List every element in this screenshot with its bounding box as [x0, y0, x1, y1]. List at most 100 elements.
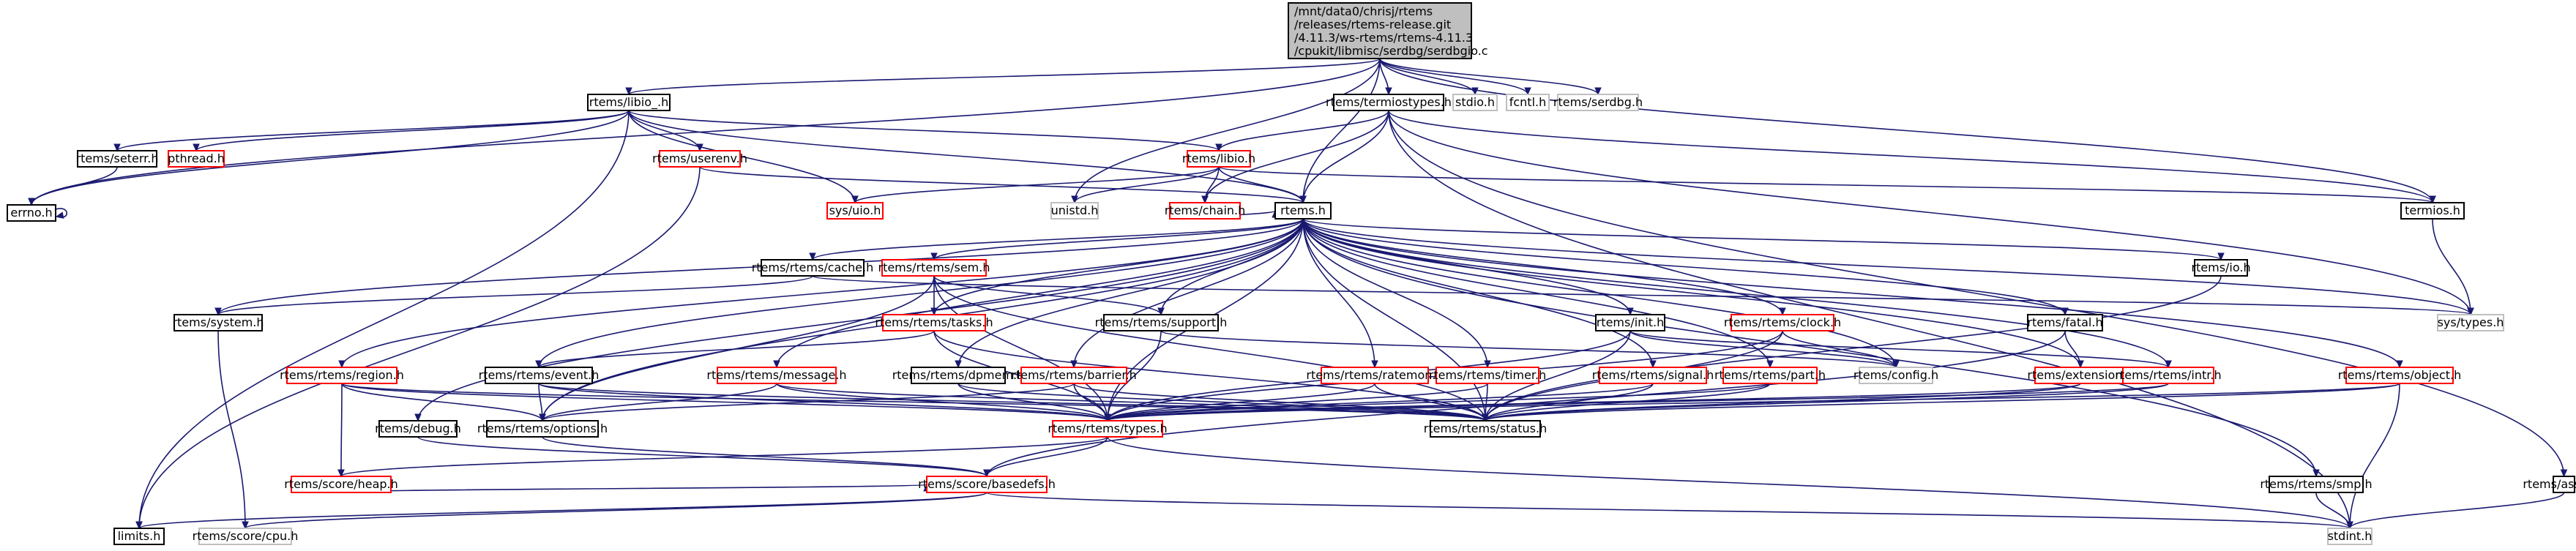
edge-types-to-stdint [1107, 436, 2353, 530]
node-root-file[interactable]: /mnt/data0/chrisj/rtems /releases/rtems-… [1288, 2, 1488, 59]
node-box [881, 259, 987, 277]
edge-line [1107, 383, 1375, 421]
edge-line [31, 166, 118, 206]
node-label: stdint.h [2328, 529, 2372, 543]
edge-termiostypes-to-systypes [1388, 110, 2474, 316]
node-seterr[interactable]: rtems/seterr.h [76, 150, 159, 168]
edge-region-to-heap [337, 383, 345, 478]
node-rtemsh[interactable]: rtems.h [1274, 202, 1332, 220]
node-tasks[interactable]: rtems/rtems/tasks.h [875, 314, 993, 331]
edge-line [340, 436, 1108, 477]
edge-line [2432, 218, 2471, 315]
node-box [826, 202, 884, 220]
node-message[interactable]: rtems/rtems/message.h [706, 367, 847, 384]
node-box [1169, 202, 1241, 220]
node-errno[interactable]: errno.h [7, 204, 56, 222]
node-assoc[interactable]: rtems/assoc.h [2523, 476, 2576, 493]
edge-line [31, 58, 1381, 206]
node-smp[interactable]: rtems/rtems/smp.h [2260, 476, 2372, 493]
edge-line [1379, 58, 1599, 95]
node-label: rtems/rtems/signal.h [1592, 368, 1714, 382]
node-label: stdio.h [1455, 95, 1495, 109]
edge-basedefs-to-stdint [986, 492, 2353, 530]
nodes-layer: /mnt/data0/chrisj/rtems /releases/rtems-… [7, 2, 2576, 545]
node-barrier[interactable]: rtems/rtems/barrier.h [1011, 367, 1137, 384]
edge-rtemsh-to-message [773, 218, 1304, 369]
node-debug[interactable]: rtems/debug.h [375, 420, 461, 438]
edge-line [2349, 492, 2565, 529]
node-extension[interactable]: rtems/extension.h [2027, 367, 2134, 384]
node-clock[interactable]: rtems/rtems/clock.h [1724, 314, 1841, 331]
node-libio[interactable]: rtems/libio.h [1182, 150, 1255, 168]
node-label: rtems/rtems/types.h [1048, 421, 1167, 435]
edge-arrowhead [113, 143, 121, 152]
edge-rtemsh-to-part [1302, 218, 1774, 369]
node-sem[interactable]: rtems/rtems/sem.h [878, 259, 990, 277]
edge-root-to-stdio [1379, 58, 1479, 96]
edge-seterr-to-errno [28, 166, 118, 206]
edge-sem-to-support [933, 275, 1165, 316]
edge-arrowhead [625, 87, 632, 96]
node-sysuio[interactable]: sys/uio.h [826, 202, 884, 220]
node-region[interactable]: rtems/rtems/region.h [280, 367, 404, 384]
edge-intr-to-types [1104, 383, 2169, 422]
node-status[interactable]: rtems/rtems/status.h [1424, 420, 1547, 438]
node-heap[interactable]: rtems/score/heap.h [284, 476, 398, 493]
node-termios[interactable]: termios.h [2400, 202, 2465, 220]
edge-rtemsh-to-debug [414, 218, 1304, 422]
edge-root-to-termios [1379, 58, 2436, 204]
edge-arrowhead [2346, 521, 2353, 530]
node-part[interactable]: rtems/rtems/part.h [1714, 367, 1826, 384]
node-label: rtems/rtems/barrier.h [1011, 368, 1136, 382]
node-io[interactable]: rtems/io.h [2191, 259, 2251, 277]
node-box [1731, 314, 1834, 331]
edge-arrowhead [1071, 195, 1078, 204]
node-box [168, 150, 225, 168]
node-signal[interactable]: rtems/rtems/signal.h [1592, 367, 1714, 384]
node-label: rtems/score/heap.h [284, 477, 398, 491]
edge-arrowhead [851, 195, 859, 204]
node-event[interactable]: rtems/rtems/event.h [479, 367, 600, 384]
node-label: rtems/rtems/ratemon.h [1306, 368, 1443, 382]
node-options[interactable]: rtems/rtems/options.h [477, 420, 608, 438]
node-fatal[interactable]: rtems/fatal.h [2027, 314, 2103, 331]
node-box [2400, 202, 2465, 220]
edge-termiostypes-to-libio [1215, 110, 1389, 152]
node-dpmem[interactable]: rtems/rtems/dpmem.h [892, 367, 1025, 384]
node-init[interactable]: rtems/init.h [1595, 314, 1665, 331]
node-label: rtems/score/cpu.h [193, 529, 299, 543]
node-label: rtems/serdbg.h [1553, 95, 1643, 109]
node-support[interactable]: rtems/rtems/support.h [1095, 314, 1228, 331]
node-ratemon[interactable]: rtems/rtems/ratemon.h [1306, 367, 1444, 384]
node-system[interactable]: rtems/system.h [172, 314, 264, 331]
node-label: rtems/rtems/event.h [479, 368, 600, 382]
edge-line [340, 484, 927, 493]
edge-termios-to-systypes [2432, 218, 2474, 316]
node-limits[interactable]: limits.h [113, 528, 165, 545]
node-libio_[interactable]: rtems/libio_.h [587, 94, 671, 111]
node-basedefs[interactable]: rtems/score/basedefs.h [918, 476, 1056, 493]
node-pthread[interactable]: pthread.h [168, 150, 225, 168]
edge-clock-to-config [1782, 330, 1900, 369]
node-cache[interactable]: rtems/rtems/cache.h [752, 259, 874, 277]
edge-arrowhead [1524, 87, 1531, 96]
node-userenv[interactable]: rtems/userenv.h [652, 150, 747, 168]
edge-line [957, 383, 1486, 421]
edge-libio_-to-seterr [113, 110, 630, 152]
edge-arrowhead [2467, 307, 2474, 316]
edge-line [812, 218, 1304, 260]
node-intr[interactable]: rtems/rtems/intr.h [2115, 367, 2222, 384]
node-types[interactable]: rtems/rtems/types.h [1048, 420, 1168, 438]
node-label: rtems/rtems/intr.h [2115, 368, 2221, 382]
edge-line [1302, 110, 1389, 203]
node-label: rtems/seterr.h [76, 151, 159, 165]
edge-line [1302, 218, 2400, 368]
node-termiostypes[interactable]: rtems/termiostypes.h [1326, 94, 1452, 111]
node-chain[interactable]: rtems/chain.h [1165, 202, 1246, 220]
edge-line [933, 218, 1304, 260]
edge-root-to-fcntl [1379, 58, 1531, 96]
node-object[interactable]: rtems/rtems/object.h [2338, 367, 2462, 384]
node-timer[interactable]: rtems/rtems/timer.h [1429, 367, 1547, 384]
edge-arrowhead [2165, 360, 2172, 369]
edge-init-to-intr [1629, 330, 2172, 369]
